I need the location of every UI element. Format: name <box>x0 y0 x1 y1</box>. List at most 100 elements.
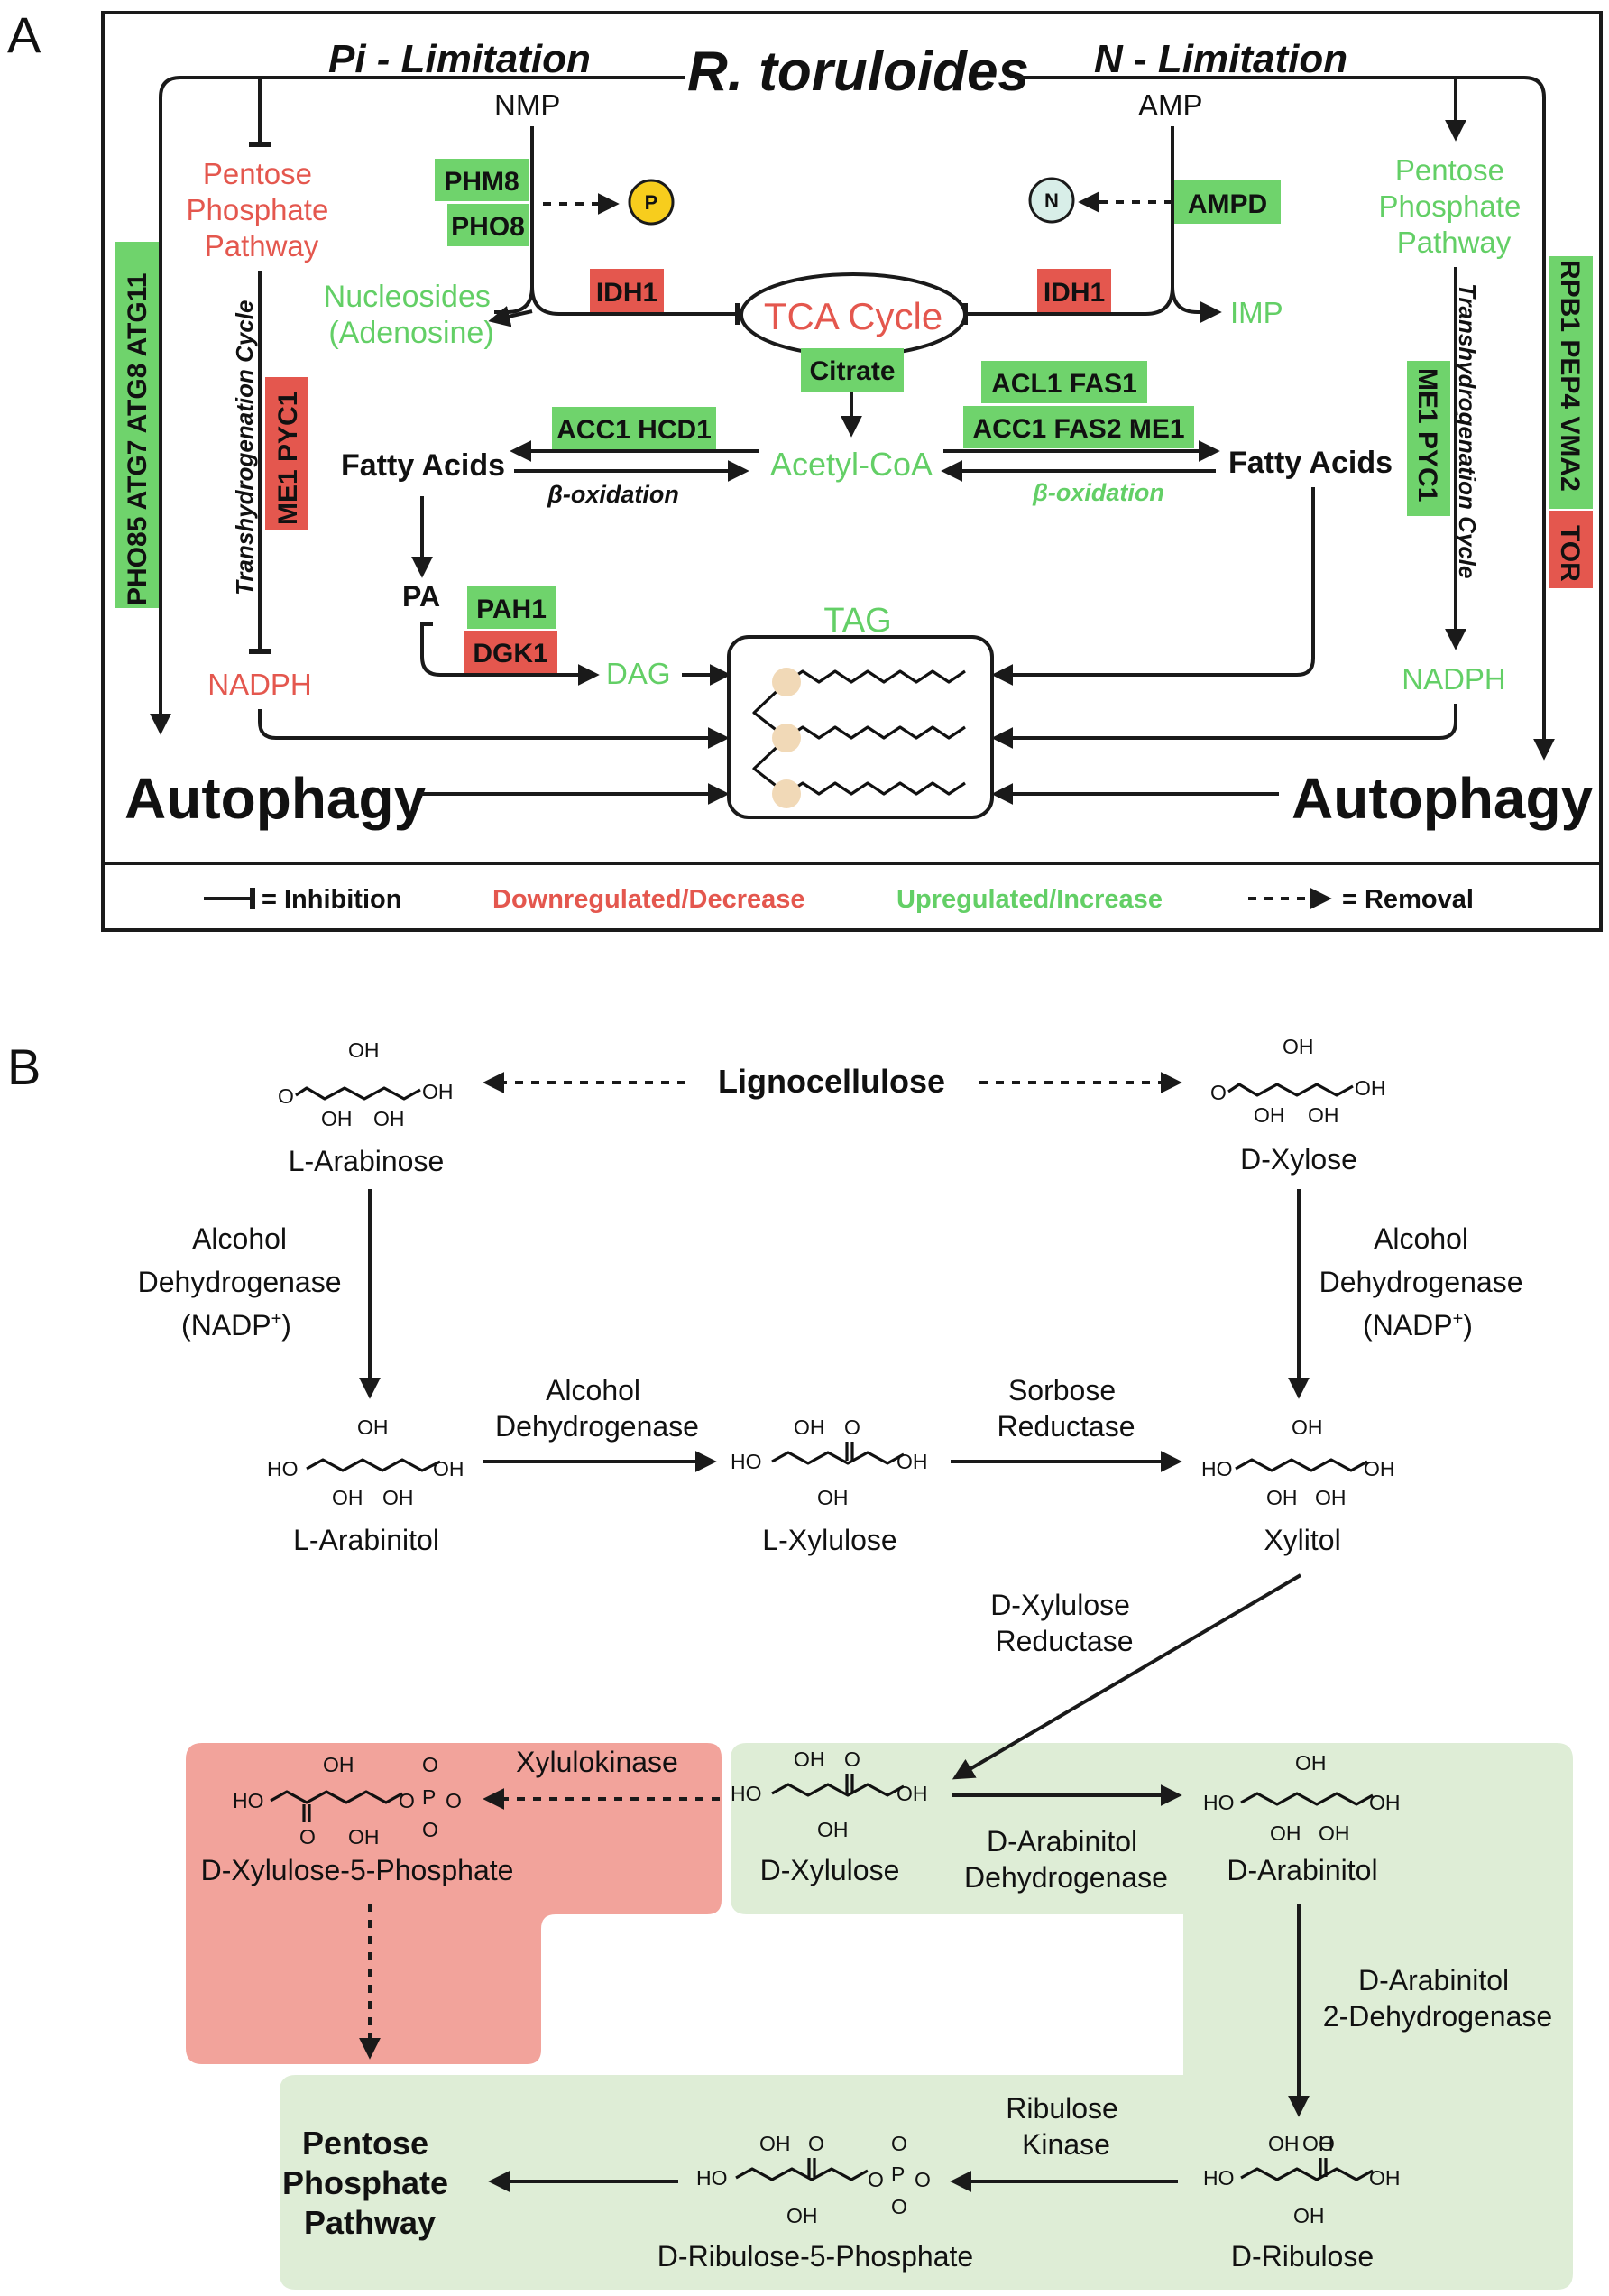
d-xylulose-structure: HO OH O OH OH <box>731 1747 928 1841</box>
transhydro-right: Transhydrogenation Cycle <box>1454 283 1481 579</box>
d-arabinitol-structure: HO OH OH OH OH <box>1203 1751 1401 1845</box>
panel-b-letter: B <box>7 1038 41 1095</box>
gene-tor: TOR <box>1549 511 1593 588</box>
adh-nadp-right: Alcohol Dehydrogenase (NADP+) <box>1319 1222 1531 1342</box>
svg-text:O: O <box>1319 2132 1335 2155</box>
svg-text:HO: HO <box>731 1782 762 1805</box>
pa-to-dag <box>420 622 600 686</box>
svg-text:O: O <box>808 2132 824 2155</box>
nadph-left-to-tag <box>258 709 730 749</box>
svg-text:OH: OH <box>1270 1821 1301 1845</box>
gene-me1-pyc1-left: ME1 PYC1 <box>265 377 308 530</box>
amp-inhibit-tca <box>962 286 1174 325</box>
svg-text:OH: OH <box>817 1486 849 1509</box>
citrate-box: Citrate <box>801 348 904 392</box>
svg-text:OH: OH <box>373 1107 405 1130</box>
svg-text:OH: OH <box>1364 1457 1395 1480</box>
gene-acl1-fas1: ACL1 FAS1 <box>981 361 1147 403</box>
pentose-pathway-b: Pentose Phosphate Pathway <box>282 2125 457 2241</box>
svg-text:OH: OH <box>1355 1076 1386 1100</box>
line-to-right-autophagy <box>1015 76 1555 761</box>
adh-nadp-left: Alcohol Dehydrogenase (NADP+) <box>138 1222 350 1342</box>
nadph-left-label: NADPH <box>207 668 312 701</box>
beta-ox-left: β-oxidation <box>547 481 679 508</box>
d-xylose-structure: O OH OH OH OH <box>1210 1035 1386 1127</box>
tca-cycle-label: TCA Cycle <box>764 295 942 337</box>
pa-label: PA <box>402 580 440 613</box>
imp-label: IMP <box>1230 296 1283 329</box>
l-xylulose-label: L-Xylulose <box>762 1524 896 1556</box>
d-xylose-label: D-Xylose <box>1240 1143 1357 1176</box>
svg-text:PAH1: PAH1 <box>476 595 547 624</box>
svg-text:N: N <box>1044 189 1059 212</box>
svg-text:OH: OH <box>433 1457 464 1480</box>
svg-text:P: P <box>891 2162 905 2186</box>
amp-label: AMP <box>1138 88 1203 122</box>
svg-text:OH: OH <box>817 1818 849 1841</box>
svg-text:HO: HO <box>1201 1457 1233 1480</box>
svg-text:O: O <box>399 1789 415 1812</box>
svg-text:AMPD: AMPD <box>1188 189 1267 219</box>
sorbose-reductase: Sorbose Reductase <box>998 1374 1135 1443</box>
d-arabinitol-dh: D-Arabinitol Dehydrogenase <box>964 1825 1168 1894</box>
fatty-acids-left-label: Fatty Acids <box>341 448 505 483</box>
legend-inhibition: = Inhibition <box>204 885 401 914</box>
svg-text:= Removal: = Removal <box>1342 885 1474 914</box>
svg-text:O: O <box>299 1825 316 1849</box>
svg-text:IDH1: IDH1 <box>596 278 657 308</box>
nucleosides-label: Nucleosides (Adenosine) <box>324 280 500 350</box>
n-limitation-title: N - Limitation <box>1094 37 1347 81</box>
legend-removal: = Removal <box>1248 885 1474 914</box>
pentose-right-label: Pentose Phosphate Pathway <box>1379 153 1530 259</box>
gene-pah1: PAH1 <box>467 586 556 629</box>
xylulokinase-label: Xylulokinase <box>516 1746 678 1778</box>
autophagy-left-label: Autophagy <box>124 766 427 831</box>
d-ribulose-5p-structure: HO OH O OH O P O O O <box>696 2132 931 2227</box>
svg-text:OH: OH <box>1315 1486 1347 1509</box>
svg-text:PHO85 ATG7 ATG8 ATG11: PHO85 ATG7 ATG8 ATG11 <box>123 273 152 605</box>
pi-limitation-title: Pi - Limitation <box>328 37 591 81</box>
l-arabinitol-structure: HO OH OH OH OH <box>267 1415 464 1509</box>
d-arabinitol-2dh: D-Arabinitol 2-Dehydrogenase <box>1323 1964 1552 2033</box>
svg-text:O: O <box>868 2168 884 2191</box>
svg-text:OH: OH <box>1293 2204 1325 2227</box>
legend-upregulated: Upregulated/Increase <box>896 885 1163 914</box>
nadph-right-to-tag <box>991 704 1457 749</box>
gene-ampd: AMPD <box>1174 180 1281 224</box>
svg-text:OH: OH <box>786 2204 818 2227</box>
svg-text:PHO8: PHO8 <box>451 212 525 242</box>
svg-text:OH: OH <box>1302 2132 1334 2155</box>
svg-text:OH: OH <box>794 1747 825 1771</box>
svg-text:OH: OH <box>382 1486 414 1509</box>
nmp-inhibit-tca <box>530 286 740 325</box>
svg-text:OH: OH <box>1319 1821 1350 1845</box>
dag-label: DAG <box>606 657 671 690</box>
d-xylulose-label: D-Xylulose <box>760 1854 900 1886</box>
fatty-acids-right-label: Fatty Acids <box>1228 446 1393 480</box>
phosphate-circle: P <box>628 179 675 226</box>
l-arabinitol-label: L-Arabinitol <box>293 1524 439 1556</box>
svg-text:OH: OH <box>1292 1415 1323 1439</box>
svg-text:O: O <box>915 2168 931 2191</box>
panel-a-letter: A <box>7 6 41 63</box>
gene-acc1-hcd1: ACC1 HCD1 <box>552 407 716 449</box>
svg-text:OH: OH <box>348 1038 380 1062</box>
svg-text:HO: HO <box>1203 2166 1235 2190</box>
svg-text:OH: OH <box>323 1753 354 1776</box>
svg-text:O: O <box>891 2132 907 2155</box>
beta-ox-right: β-oxidation <box>1032 479 1164 506</box>
d-ribulose-label: D-Ribulose <box>1231 2240 1374 2273</box>
svg-text:OH: OH <box>1283 1035 1314 1058</box>
region-red <box>186 1743 722 2064</box>
gene-atg-column: PHO85 ATG7 ATG8 ATG11 <box>115 242 159 608</box>
svg-text:HO: HO <box>696 2166 728 2190</box>
svg-text:Citrate: Citrate <box>809 356 895 386</box>
svg-text:O: O <box>422 1753 438 1776</box>
svg-text:RPB1 PEP4 VMA2: RPB1 PEP4 VMA2 <box>1555 260 1585 492</box>
xylitol-structure: HO OH OH OH OH <box>1201 1415 1395 1509</box>
xylitol-label: Xylitol <box>1264 1524 1340 1556</box>
ribulose-kinase: Ribulose Kinase <box>1006 2092 1126 2161</box>
svg-text:ME1 PYC1: ME1 PYC1 <box>1412 368 1442 502</box>
xylitol-to-d-xylulose <box>952 1573 1302 1780</box>
svg-text:OH: OH <box>1254 1103 1285 1127</box>
